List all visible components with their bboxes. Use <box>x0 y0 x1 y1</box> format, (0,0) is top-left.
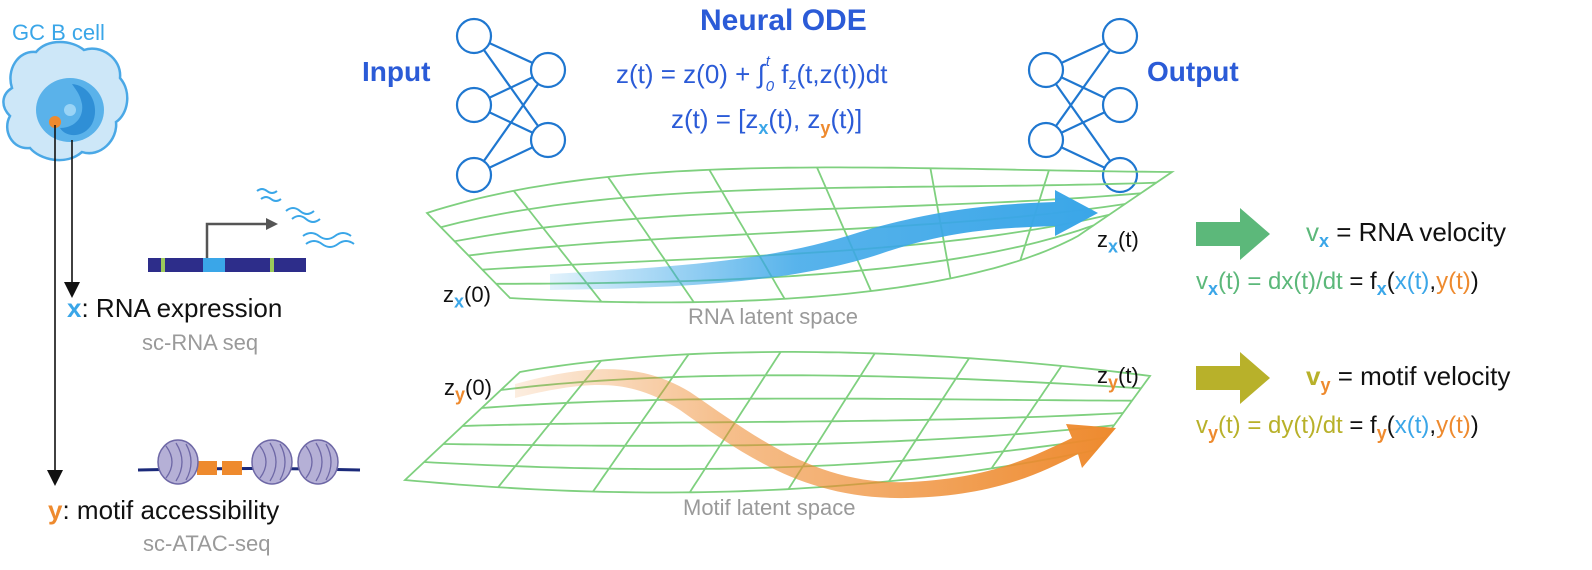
motif-trajectory-arrow <box>515 369 1116 499</box>
y-label: y: motif accessibility <box>48 495 280 525</box>
transcription-icon <box>148 188 355 272</box>
input-label: Input <box>362 56 431 87</box>
motif-end-label: zy(t) <box>1097 363 1139 393</box>
latent-state-equation: z(t) = [zx(t), zy(t)] <box>671 104 863 139</box>
motif-start-label: zy(0) <box>444 375 492 405</box>
rna-velocity-arrow-icon <box>1196 208 1270 260</box>
rna-velocity-equation: vx(t) = dx(t)/dt = fx(x(t),y(t)) <box>1196 268 1479 299</box>
cell-label: GC B cell <box>12 20 105 45</box>
motif-velocity-equation: vy(t) = dy(t)/dt = fy(x(t),y(t)) <box>1196 412 1479 443</box>
rna-end-label: zx(t) <box>1097 227 1139 257</box>
motif-velocity-arrow-icon <box>1196 352 1270 404</box>
gc-b-cell-icon <box>2 40 129 162</box>
rna-latent-manifold <box>425 166 1175 304</box>
rna-velocity-label: vx = RNA velocity <box>1306 217 1507 252</box>
input-network-icon <box>455 17 567 194</box>
rna-trajectory-arrow <box>550 190 1098 290</box>
motif-velocity-label: vy = motif velocity <box>1306 361 1511 396</box>
output-network-icon <box>1027 17 1139 194</box>
x-label: x: RNA expression <box>67 293 283 323</box>
rna-start-label: zx(0) <box>443 282 491 312</box>
motif-latent-space-label: Motif latent space <box>683 495 856 520</box>
neural-ode-title: Neural ODE <box>700 4 867 37</box>
x-method: sc-RNA seq <box>142 330 259 355</box>
output-label: Output <box>1147 56 1239 87</box>
y-method: sc-ATAC-seq <box>143 531 271 556</box>
nucleosome-icon <box>137 439 361 485</box>
rna-latent-space-label: RNA latent space <box>688 304 858 329</box>
